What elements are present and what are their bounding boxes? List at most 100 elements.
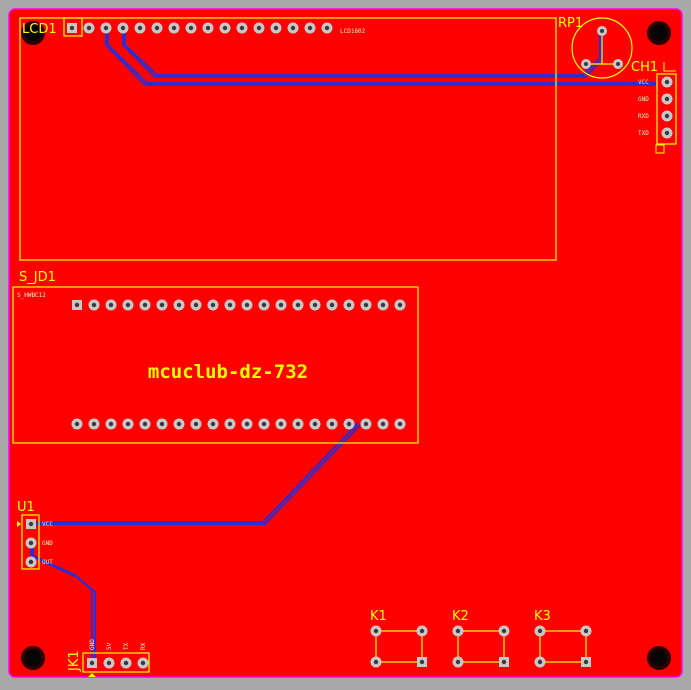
key-pad: [452, 625, 464, 637]
key-ref: K2: [452, 609, 469, 624]
module-pin-bottom: [224, 418, 236, 430]
module-pin-bottom: [377, 418, 389, 430]
lcd-pins: [67, 22, 333, 34]
module-pin-bottom: [88, 418, 100, 430]
header-pin: [661, 127, 673, 139]
lcd-pin: [236, 22, 248, 34]
module-pin-top: [156, 299, 168, 311]
regulator-pin-label: OUT: [42, 559, 53, 566]
pot-pads: [581, 26, 623, 69]
module-pin-top: [275, 299, 287, 311]
lcd-pin1-box: [63, 17, 83, 37]
module-pin-bottom: [105, 418, 117, 430]
lcd-ref: LCD1: [22, 22, 57, 37]
module-pin-top: [88, 299, 100, 311]
module-pin-bottom: [360, 418, 372, 430]
module-ref: S_JD1: [19, 270, 56, 285]
lcd-pin: [83, 22, 95, 34]
module-pin-bottom: [292, 418, 304, 430]
module-pin-bottom: [309, 418, 321, 430]
lcd-pin: [117, 22, 129, 34]
key-pad: [416, 625, 428, 637]
lcd-pin: [100, 22, 112, 34]
regulator-pin-label: GND: [42, 540, 53, 547]
module-pin-top: [190, 299, 202, 311]
module-pin-top: [309, 299, 321, 311]
copper-pour: [8, 8, 683, 678]
header-ref: CH1: [631, 60, 658, 75]
pot-ref: RP1: [558, 16, 583, 31]
pot-body: [571, 17, 633, 79]
jack-pin: [137, 657, 149, 669]
header-pin-label: GND: [638, 96, 649, 103]
lcd-pin: [151, 22, 163, 34]
regulator-outline: [21, 514, 40, 570]
regulator-pin: [26, 519, 36, 529]
jack-pin-label: RX: [140, 642, 147, 650]
module-pin-top: [173, 299, 185, 311]
header-marker: [655, 62, 676, 154]
key-ref: K1: [370, 609, 387, 624]
regulator-pin: [25, 556, 37, 568]
module-outline: [12, 286, 419, 444]
key-pad: [370, 625, 382, 637]
jack-pin: [103, 657, 115, 669]
jack-pin: [120, 657, 132, 669]
module-pin-bottom: [207, 418, 219, 430]
lcd-pin: [168, 22, 180, 34]
key-switch: K2: [452, 609, 510, 668]
lcd-pin: [67, 23, 77, 33]
module-pin-top: [122, 299, 134, 311]
jack-pin: [87, 658, 97, 668]
module-pin-top: [343, 299, 355, 311]
module-pin-bottom: [343, 418, 355, 430]
lcd-pin: [219, 22, 231, 34]
module-pin-top: [224, 299, 236, 311]
module-pin-bottom: [71, 418, 83, 430]
module-pin-top: [139, 299, 151, 311]
board-title: mcuclub-dz-732: [148, 361, 308, 383]
module-pin-top: [258, 299, 270, 311]
key-switch: K1: [370, 609, 428, 668]
jack-pin1-marker: [88, 673, 96, 677]
lcd-pin: [134, 22, 146, 34]
module-pin-bottom: [139, 418, 151, 430]
module-pin-top: [292, 299, 304, 311]
header-pin: [661, 93, 673, 105]
regulator-ref: U1: [17, 500, 35, 515]
lcd-pin: [202, 22, 214, 34]
lcd-pin: [321, 22, 333, 34]
module-pin-top: [105, 299, 117, 311]
module-pin-bottom: [326, 418, 338, 430]
key-pad: [499, 657, 509, 667]
header-outline: [656, 73, 677, 145]
regulator-pin1-marker: [17, 521, 21, 527]
lcd-pin: [287, 22, 299, 34]
jack-pin-label: 5V: [106, 642, 113, 650]
regulator-pin: [25, 537, 37, 549]
lcd-pin: [270, 22, 282, 34]
lcd-value: LCD1602: [340, 28, 366, 35]
key-switch: K3: [534, 609, 592, 668]
module-value: S_HWBC12: [17, 292, 46, 299]
keys: K1 K2 K3: [370, 609, 592, 668]
lcd-pin: [304, 22, 316, 34]
module-pin-top: [394, 299, 406, 311]
key-pad: [534, 656, 546, 668]
module-pin-top: [241, 299, 253, 311]
key-pad: [370, 656, 382, 668]
header-pin-label: VCC: [638, 79, 649, 86]
header-pin: [661, 76, 673, 88]
module-pin-top: [326, 299, 338, 311]
jack-outline: [82, 652, 150, 673]
module-pin-bottom: [258, 418, 270, 430]
module-pins: [71, 299, 406, 430]
lcd-outline: [19, 17, 557, 261]
module-pin-top: [377, 299, 389, 311]
key-pad: [498, 625, 510, 637]
module-pin-bottom: [173, 418, 185, 430]
